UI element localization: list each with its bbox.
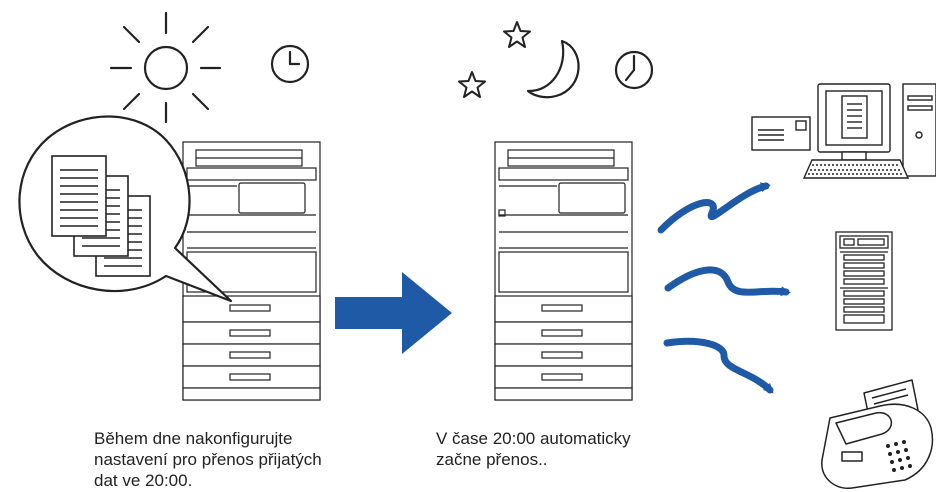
printer-icon <box>494 141 633 401</box>
arrow-right-icon <box>335 272 452 354</box>
daytime-caption-line: nastavení pro přenos přijatých <box>94 450 322 469</box>
daytime-caption-line: Během dne nakonfigurujte <box>94 429 293 448</box>
printer-icon <box>182 141 321 401</box>
star-icon <box>503 21 531 48</box>
computer-icon <box>802 83 936 179</box>
evening-caption-line: V čase 20:00 automaticky <box>436 429 631 448</box>
curved-arrow-icon <box>657 182 771 234</box>
curved-arrow-icon <box>663 337 774 394</box>
star-icon <box>458 71 486 98</box>
envelope-icon <box>751 116 811 151</box>
daytime-caption-line: dat ve 20:00. <box>94 471 193 490</box>
evening-caption-line: začne přenos.. <box>436 450 548 469</box>
moon-icon <box>526 39 580 99</box>
document-stack-icon <box>51 155 151 277</box>
evening-caption: V čase 20:00 automaticky začne přenos.. <box>436 428 631 470</box>
server-icon <box>835 231 893 331</box>
sun-icon <box>109 11 222 124</box>
curved-arrow-icon <box>664 266 791 297</box>
daytime-caption: Během dne nakonfigurujte nastavení pro p… <box>94 428 322 491</box>
fax-icon <box>821 379 934 489</box>
clock-icon <box>270 44 310 84</box>
clock-icon <box>614 50 654 90</box>
